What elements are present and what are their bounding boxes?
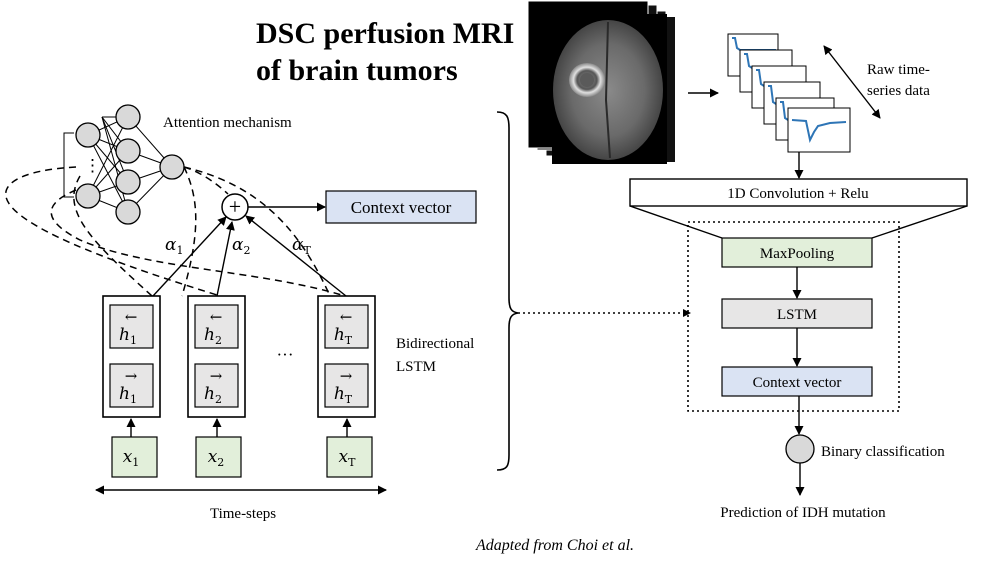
forward-hidden-label-2: h2 [204,384,222,406]
context-vector-top-box [325,190,477,224]
lstm-column-t: ← hT → hT xT [317,295,376,478]
dotted-container [687,221,900,412]
raw-data-diagonal-arrow [823,45,881,119]
time-steps-label: Time-steps [210,506,276,522]
alpha-1: α1 [165,235,183,257]
maxpool-box [721,237,873,268]
svg-text:←: ← [125,308,138,326]
attention-mechanism-label: Attention mechanism [163,115,292,131]
lstm-box [721,298,873,329]
prediction-label: Prediction of IDH mutation [720,505,886,521]
raw-data-label-line-1: Raw time- [867,62,930,78]
curly-brace [496,111,519,471]
svg-text:←: ← [210,308,223,326]
alpha-2: α2 [232,235,250,257]
context-vector-right-box [721,366,873,397]
forward-hidden-box-2 [194,363,239,408]
timeseries-stack [727,33,851,153]
input-label-2: x2 [208,447,225,469]
backward-hidden-box-2 [194,304,239,349]
raw-data-label-line-2: series data [867,83,930,99]
attention-hidden-node-2 [115,138,141,164]
svg-text:→: → [210,367,223,385]
title-line-1: DSC perfusion MRI [256,17,514,50]
backward-hidden-box-t [324,304,369,349]
mri-image-stack [527,0,675,164]
alpha-t: αT [292,235,311,257]
backward-hidden-label-2: h2 [204,325,222,347]
bilstm-label-line-2: LSTM [396,359,436,375]
context-vector-right-label: Context vector [753,375,842,391]
bilstm-label-line-1: Bidirectional [396,336,474,352]
conv-label: 1D Convolution + Relu [727,186,869,202]
backward-hidden-box-1 [109,304,154,349]
forward-hidden-box-t [324,363,369,408]
svg-text:→: → [340,367,353,385]
title-line-2: of brain tumors [256,54,458,87]
svg-text:→: → [125,367,138,385]
columns-ellipsis: ··· [277,345,294,364]
binary-classification-label: Binary classification [821,444,945,460]
conv-box [629,178,968,207]
attention-input-node-1 [75,122,101,148]
conv-trapezoid [629,205,968,239]
caption: Adapted from Choi et al. [475,537,634,554]
svg-text:←: ← [340,308,353,326]
forward-hidden-label-t: hT [334,384,353,406]
backward-hidden-label-1: h1 [119,325,137,347]
input-label-1: x1 [123,447,140,469]
attention-hidden-node-3 [115,169,141,195]
input-bracket [63,132,74,198]
lstm-column-1: ← h1 → h1 x1 [102,295,161,478]
dotted-connector-arrowhead [683,309,691,317]
input-box-1 [111,436,158,478]
attention-hidden-node-4 [115,199,141,225]
attention-output-node [159,154,185,180]
lstm-column-2: ← h2 → h2 x2 [187,295,246,478]
forward-hidden-label-1: h1 [119,384,137,406]
lstm-label: LSTM [777,307,817,323]
maxpool-label: MaxPooling [760,246,835,262]
attention-dashed-curves [4,166,346,297]
lstm-to-sum-arrows [152,215,347,297]
input-box-t [326,436,373,478]
hidden-ellipsis: ⋮ [84,156,101,175]
forward-hidden-box-1 [109,363,154,408]
backward-hidden-label-t: hT [334,325,353,347]
input-label-t: xT [339,447,357,469]
input-box-2 [195,436,242,478]
attention-hidden-node-1 [115,104,141,130]
binary-classification-node [785,434,815,464]
context-vector-top-label: Context vector [351,198,452,217]
attention-input-node-2 [75,183,101,209]
plus-symbol: + [229,194,241,219]
